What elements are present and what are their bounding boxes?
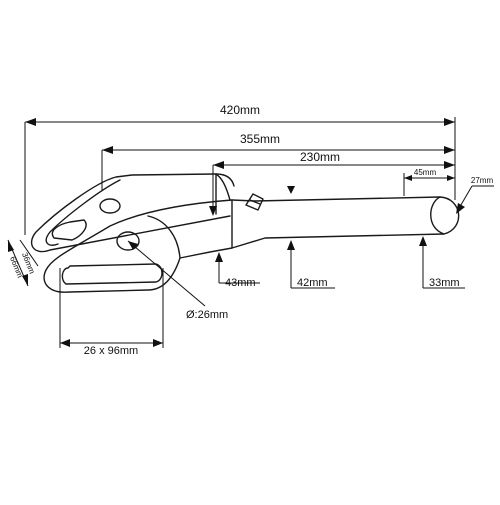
shank-end <box>430 196 445 235</box>
lower-pin-hole <box>116 231 140 251</box>
dimension-labels: 420mm 355mm 230mm 45mm 27mm 43mm 42mm 33… <box>8 103 493 357</box>
lower-slot <box>61 263 163 285</box>
upper-fork-plate <box>31 173 235 253</box>
pin-hole-label: Ø:26mm <box>186 309 228 321</box>
upper-pin-hole <box>99 198 121 214</box>
length-to-eye-label: 355mm <box>240 132 280 146</box>
upper-plate-inner <box>45 179 121 246</box>
lower-plate-front <box>147 215 181 259</box>
lift-arm-part <box>31 173 460 293</box>
lower-fork-plate <box>43 199 233 293</box>
taper-length-label: 45mm <box>414 168 437 177</box>
shank-diameter-label: 42mm <box>297 277 328 289</box>
tip-diameter-label: 33mm <box>429 277 460 289</box>
fork-bend <box>215 173 231 201</box>
overall-length-label: 420mm <box>220 103 260 117</box>
shank-length-label: 230mm <box>300 150 340 164</box>
slot-size-label: 26 x 96mm <box>84 345 138 357</box>
grease-nipple-icon <box>245 193 264 211</box>
end-diameter-label: 27mm <box>471 176 494 185</box>
dimension-lines <box>7 117 494 348</box>
neck-diameter-label: 43mm <box>225 277 256 289</box>
upper-slot <box>51 219 87 241</box>
